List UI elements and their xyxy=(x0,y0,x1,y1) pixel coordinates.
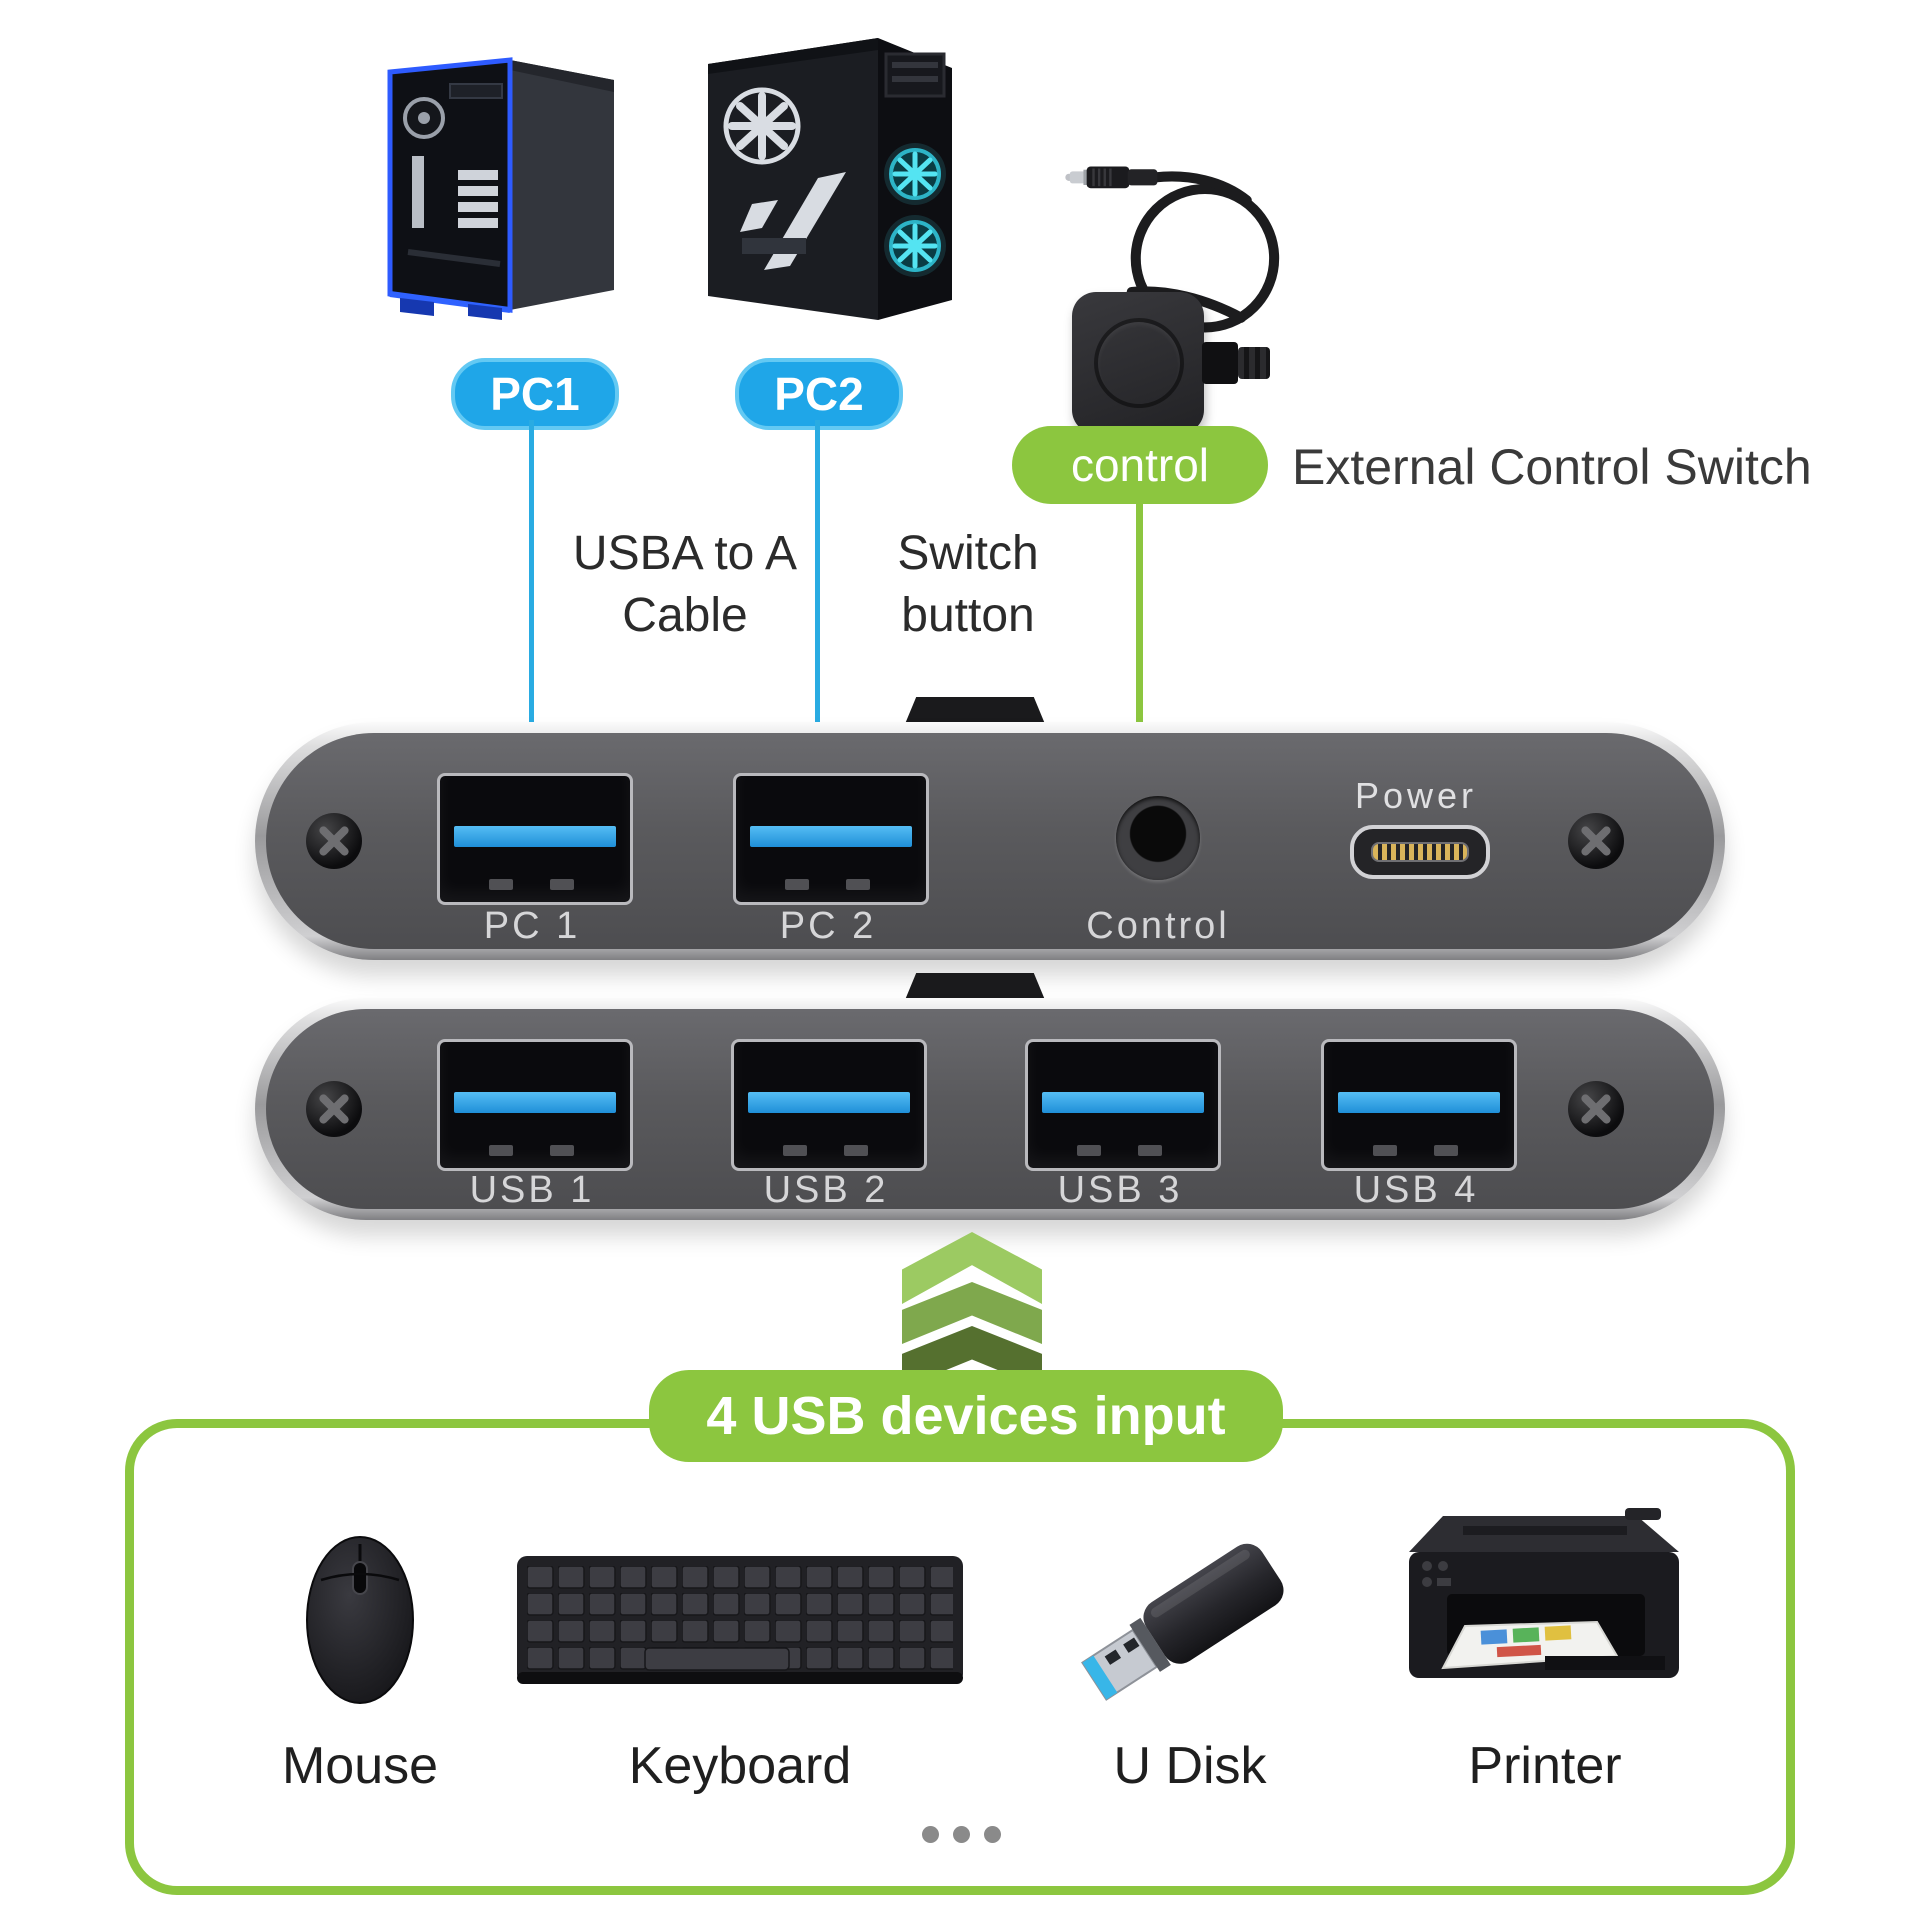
usba-cable-note-line1: USBA to A xyxy=(572,527,798,580)
switch-button-circle xyxy=(1094,318,1184,408)
port-label-usb2: USB 2 xyxy=(763,1169,889,1211)
usb-a-port-1 xyxy=(437,1039,633,1171)
control-badge-label: control xyxy=(1070,439,1210,491)
external-control-switch-caption: External Control Switch xyxy=(1292,439,1812,495)
more-dots-icon xyxy=(922,1826,1001,1843)
usb-pin xyxy=(550,879,575,890)
devices-input-pill-label: 4 USB devices input xyxy=(706,1386,1226,1446)
mouse-label: Mouse xyxy=(281,1737,439,1795)
usb-c-port-icon xyxy=(1350,825,1490,879)
screw-icon xyxy=(306,1081,362,1137)
switch-bottom-panel: USB 1 USB 2 USB 3 USB 4 xyxy=(255,998,1725,1220)
screw-icon xyxy=(1568,1081,1624,1137)
usb-a-port-pc2 xyxy=(733,773,929,905)
switch-button-tab-bottom xyxy=(905,973,1045,1000)
usba-cable-note-line2: Cable xyxy=(622,589,748,642)
pc2-badge-label: PC2 xyxy=(774,368,864,420)
u-disk-label: U Disk xyxy=(1113,1737,1267,1795)
switch-button-note: Switch button xyxy=(868,523,1068,647)
usb-tongue xyxy=(454,826,616,847)
pc1-badge: PC1 xyxy=(451,358,619,430)
usb-pin xyxy=(783,1145,808,1156)
keyboard-icon xyxy=(517,1556,963,1684)
port-label-usb3: USB 3 xyxy=(1057,1169,1183,1211)
cable-stub xyxy=(1202,342,1238,384)
usb-pin xyxy=(785,879,810,890)
pc1-tower-icon xyxy=(387,57,614,320)
usb-pin xyxy=(1077,1145,1102,1156)
mouse-icon xyxy=(306,1536,414,1704)
screw-icon xyxy=(306,813,362,869)
screw-icon xyxy=(1568,813,1624,869)
usb-a-port-4 xyxy=(1321,1039,1517,1171)
keyboard-label: Keyboard xyxy=(628,1737,852,1795)
port-label-pc1: PC 1 xyxy=(483,905,581,947)
usb-tongue xyxy=(748,1092,910,1113)
pc2-tower-icon xyxy=(708,38,952,320)
control-jack-socket-icon xyxy=(1116,796,1200,880)
printer-label: Printer xyxy=(1468,1737,1622,1795)
usb-a-port-pc1 xyxy=(437,773,633,905)
usb-pin xyxy=(489,1145,514,1156)
printer-icon xyxy=(1409,1508,1679,1678)
control-leader-line xyxy=(1136,502,1143,740)
usb-a-port-2 xyxy=(731,1039,927,1171)
usb-pin xyxy=(550,1145,575,1156)
control-badge: control xyxy=(1012,426,1268,504)
usb-tongue xyxy=(1042,1092,1204,1113)
switch-bottom-panel-face: USB 1 USB 2 USB 3 USB 4 xyxy=(266,1009,1714,1211)
switch-top-panel: Power PC 1 PC 2 Control xyxy=(255,722,1725,960)
port-label-pc2: PC 2 xyxy=(779,905,877,947)
usb-pin xyxy=(844,1145,869,1156)
usb-a-port-3 xyxy=(1025,1039,1221,1171)
audio-jack-plug-icon xyxy=(1065,166,1158,189)
cable-ridge xyxy=(1238,347,1270,379)
power-label: Power xyxy=(1354,775,1478,816)
usb-pin xyxy=(846,879,871,890)
usb-tongue xyxy=(454,1092,616,1113)
pc1-leader-line xyxy=(529,420,534,788)
usb-pin xyxy=(489,879,514,890)
usb-pin xyxy=(1373,1145,1398,1156)
switch-top-panel-face: Power PC 1 PC 2 Control xyxy=(266,733,1714,949)
usb-pin xyxy=(1138,1145,1163,1156)
switch-button-tab-top xyxy=(905,697,1045,724)
devices-input-pill: 4 USB devices input xyxy=(649,1370,1283,1462)
u-disk-icon xyxy=(1081,1543,1284,1701)
usb-c-pins xyxy=(1371,842,1469,862)
pc1-badge-label: PC1 xyxy=(490,368,580,420)
pc2-leader-line xyxy=(815,420,820,788)
external-switch-remote-icon xyxy=(1072,292,1204,434)
switch-button-note-line1: Switch xyxy=(897,527,1039,580)
port-label-usb1: USB 1 xyxy=(469,1169,595,1211)
usba-cable-note: USBA to A Cable xyxy=(540,523,830,647)
usb-tongue xyxy=(750,826,912,847)
usb-pin xyxy=(1434,1145,1459,1156)
switch-button-note-line2: button xyxy=(901,589,1035,642)
port-label-control: Control xyxy=(1086,905,1230,947)
usb-tongue xyxy=(1338,1092,1500,1113)
port-label-usb4: USB 4 xyxy=(1353,1169,1479,1211)
